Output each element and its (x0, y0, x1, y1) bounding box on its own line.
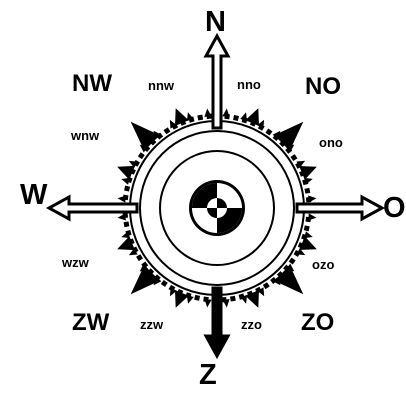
label-ono: ono (319, 136, 343, 149)
label-west: W (20, 181, 47, 210)
label-wzw: wzw (62, 256, 89, 269)
label-ozo: ozo (312, 258, 334, 271)
label-zzo: zzo (241, 318, 262, 331)
label-wnw: wnw (71, 129, 99, 142)
center-quartered-disc (189, 180, 245, 236)
label-nnw: nnw (148, 79, 174, 92)
label-northwest: NW (72, 72, 112, 96)
label-northeast: NO (305, 75, 341, 99)
label-east: O (383, 194, 406, 223)
label-southwest: ZW (72, 311, 109, 335)
label-southeast: ZO (301, 311, 334, 335)
label-north: N (205, 8, 226, 37)
label-zzw: zzw (140, 318, 163, 331)
label-nno: nno (237, 78, 261, 91)
label-south: Z (199, 361, 217, 390)
